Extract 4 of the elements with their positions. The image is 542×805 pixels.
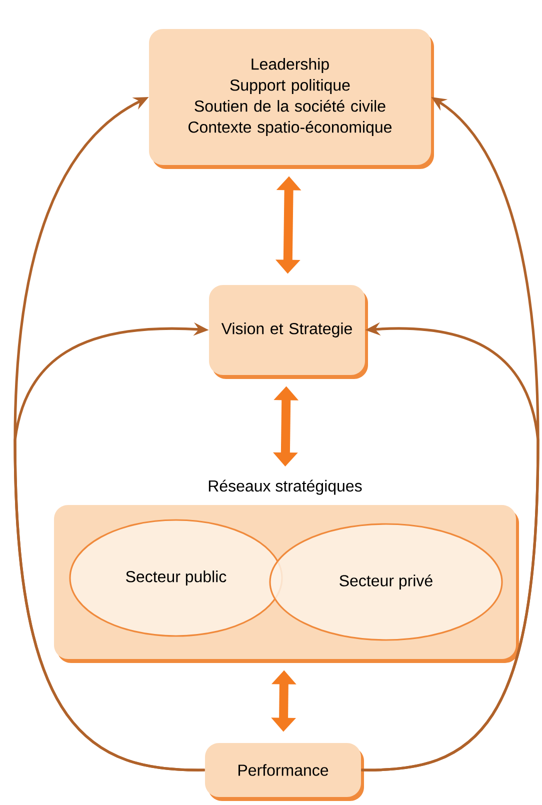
process-box: Leadership Support politique Soutien de la société civile Contexte spatio-économique	[149, 29, 434, 169]
group-heading: Réseaux stratégiques	[208, 480, 362, 495]
process-box: Vision et Strategie	[209, 285, 368, 379]
process-box: Performance	[205, 743, 364, 801]
